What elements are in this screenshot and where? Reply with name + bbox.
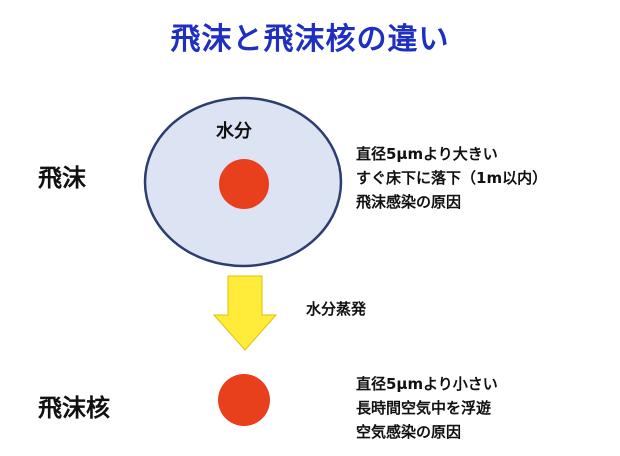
droplet-nucleus-description-line: 空気感染の原因	[356, 423, 462, 441]
droplet-nucleus-label: 飛沫核	[38, 394, 110, 422]
droplet-nucleus-particle	[218, 374, 270, 426]
droplet-label: 飛沫	[38, 164, 86, 192]
droplet-nucleus-description: 直径5μmより小さい 長時間空気中を浮遊 空気感染の原因	[356, 372, 498, 444]
droplet-description-line: 飛沫感染の原因	[356, 193, 462, 211]
droplet-description-line: 直径5μmより大きい	[356, 145, 498, 163]
evaporation-label: 水分蒸発	[306, 300, 367, 318]
water-label: 水分	[216, 121, 252, 142]
droplet-description: 直径5μmより大きい すぐ床下に落下（1m以内） 飛沫感染の原因	[356, 142, 547, 214]
droplet-nucleus-description-line: 直径5μmより小さい	[356, 375, 498, 393]
droplet-description-line: すぐ床下に落下（1m以内）	[356, 169, 548, 187]
droplet-nucleus-description-line: 長時間空気中を浮遊	[356, 399, 492, 417]
diagram-title: 飛沫と飛沫核の違い	[170, 22, 450, 57]
evaporation-arrow	[212, 275, 278, 351]
droplet-particle	[219, 159, 269, 209]
